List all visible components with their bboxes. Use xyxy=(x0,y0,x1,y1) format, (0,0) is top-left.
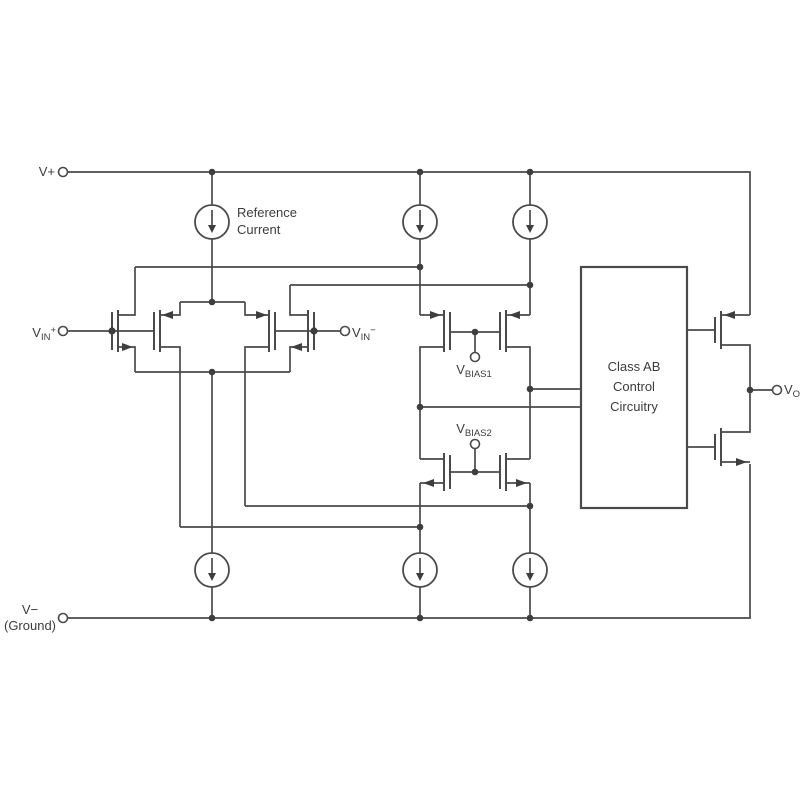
mosfet-cascode-nmos-left xyxy=(420,453,451,491)
junction-dots xyxy=(108,168,754,622)
v-out-label: VO xyxy=(784,382,800,400)
reference-current-source-icon xyxy=(194,172,230,302)
mosfet-input-pmos-minus xyxy=(244,302,276,506)
input-wires xyxy=(67,266,530,528)
class-ab-box-label: Class AB Control Circuitry xyxy=(607,359,661,414)
external-terminals xyxy=(57,166,783,624)
vbias1-terminal xyxy=(469,351,481,363)
vbias1-network xyxy=(450,331,500,363)
mosfet-input-nmos-plus xyxy=(111,267,136,372)
v-out-terminal xyxy=(771,384,783,396)
class-ab-box xyxy=(579,265,689,510)
vin-minus-terminal xyxy=(339,325,351,337)
mosfet-cascode-nmos-right xyxy=(499,453,530,491)
mosfet-input-pmos-plus xyxy=(153,302,181,527)
top-current-source-left-icon xyxy=(402,172,438,315)
v-minus-label: V− (Ground) xyxy=(3,602,57,633)
mosfet-cascode-pmos-right xyxy=(499,310,531,459)
mosfet-output-pmos xyxy=(687,311,751,390)
bottom-current-source-right-icon xyxy=(512,483,548,618)
bottom-current-source-left-icon xyxy=(402,483,438,618)
reference-current-label: Reference Current xyxy=(237,205,297,237)
v-plus-terminal xyxy=(57,166,69,178)
vin-minus-label: VIN− xyxy=(352,325,376,343)
v-minus-rail xyxy=(67,464,751,619)
vbias2-network xyxy=(450,438,500,473)
classab-input-wires xyxy=(420,388,581,408)
mosfet-cascode-pmos-left xyxy=(419,310,451,459)
mosfet-output-nmos xyxy=(687,390,751,466)
vbias1-label: VBIAS1 xyxy=(456,362,492,380)
top-current-source-right-icon xyxy=(512,172,548,315)
v-plus-label: V+ xyxy=(38,164,55,179)
vin-plus-terminal xyxy=(57,325,69,337)
v-minus-terminal xyxy=(57,612,69,624)
v-plus-rail xyxy=(67,171,751,315)
vbias2-label: VBIAS2 xyxy=(456,421,492,439)
bottom-current-source-tail-icon xyxy=(194,372,230,618)
vin-plus-label: VIN+ xyxy=(32,325,56,343)
mosfet-input-nmos-minus xyxy=(289,285,315,372)
